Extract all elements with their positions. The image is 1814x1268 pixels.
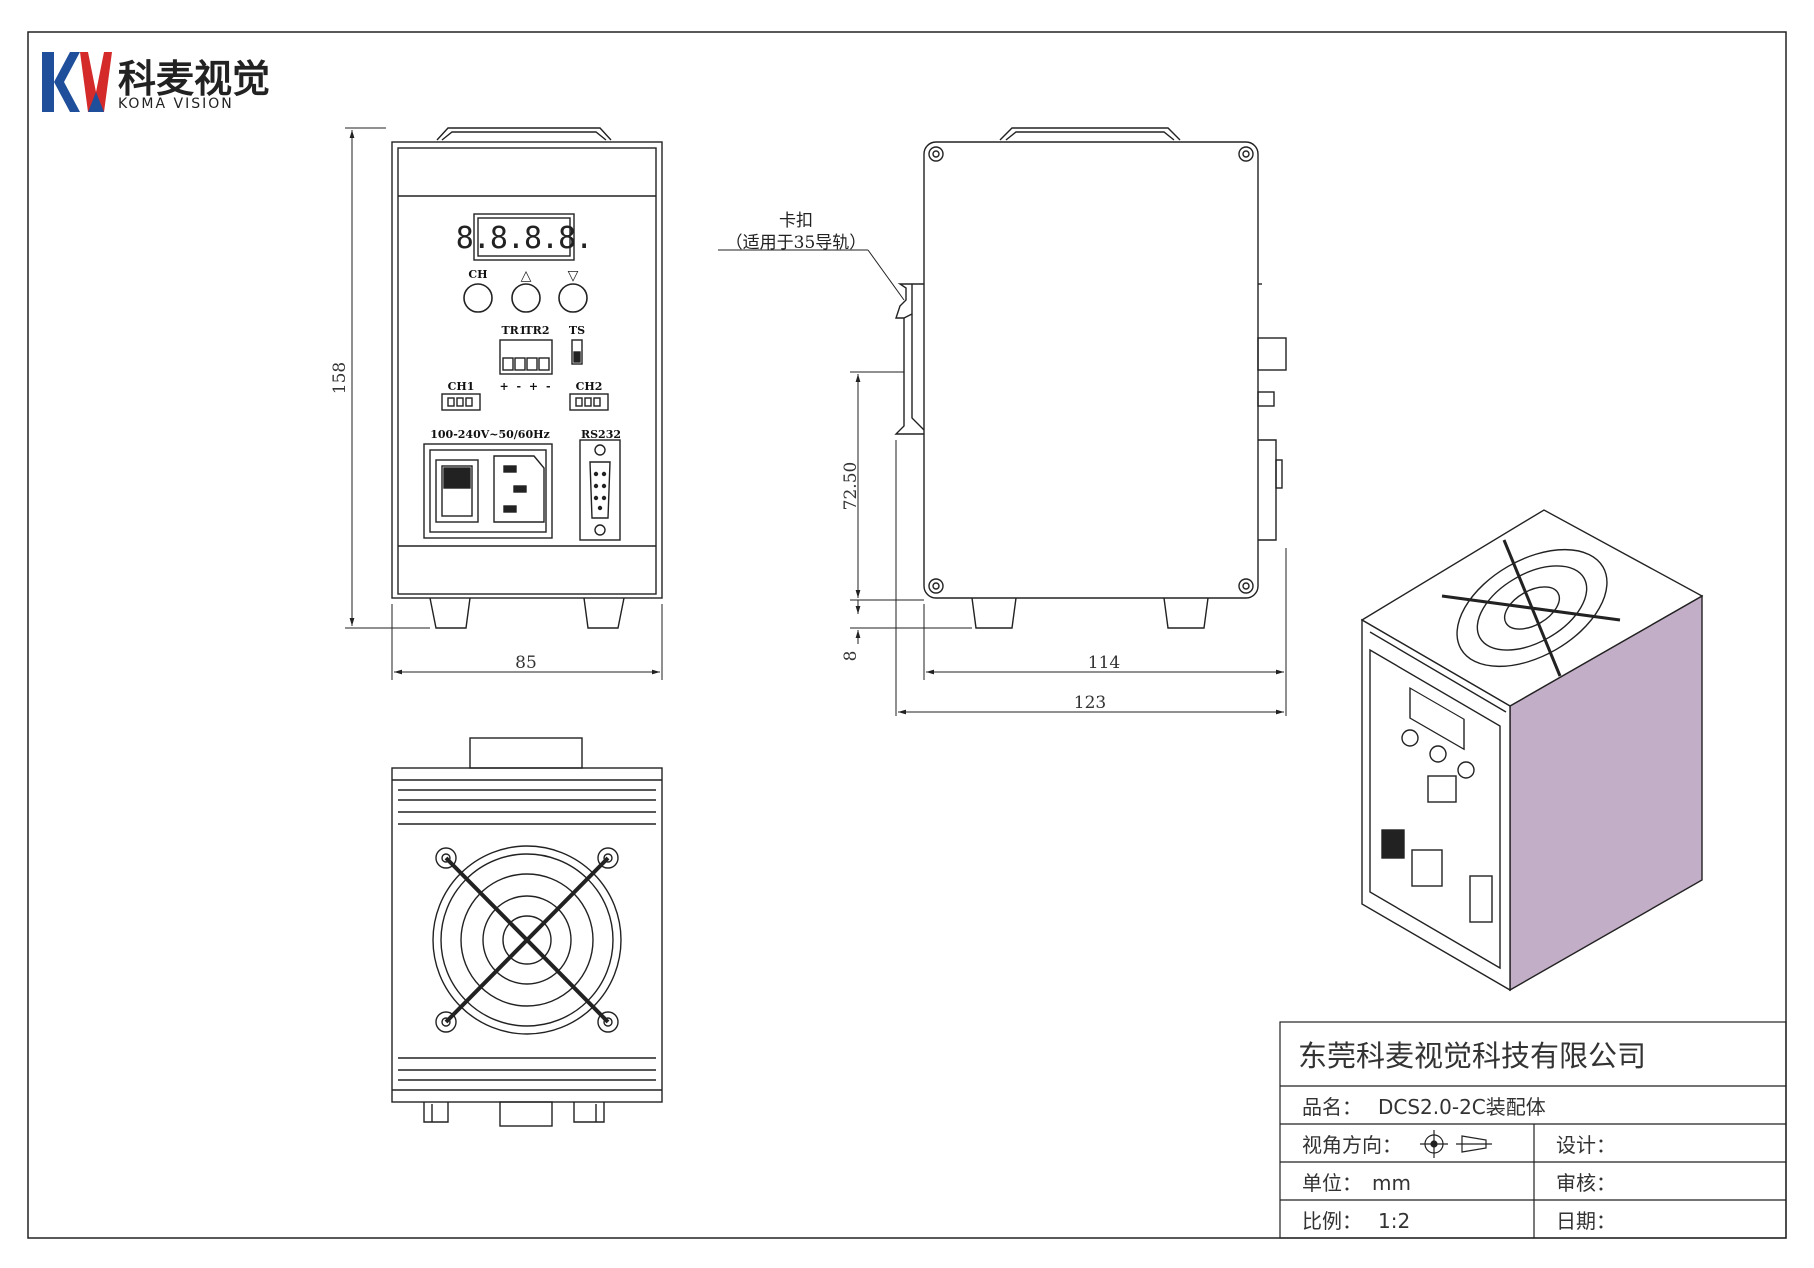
display-digits: 8.8.8.8. xyxy=(456,221,593,256)
dim-depth-body: 114 xyxy=(1088,653,1120,673)
top-view xyxy=(391,737,663,1127)
logo-k-shape xyxy=(42,52,80,112)
title-block xyxy=(1279,1021,1787,1239)
side-view xyxy=(894,127,1287,629)
rs232-label: RS232 xyxy=(581,428,621,441)
up-button xyxy=(511,283,541,313)
clip-note: （适用于35导轨） xyxy=(726,233,867,253)
unit-value: mm xyxy=(1372,1171,1411,1195)
front-view xyxy=(391,127,663,629)
dim-height: 158 xyxy=(330,362,350,394)
clip-callout xyxy=(718,249,905,301)
front-foot-left xyxy=(429,597,471,629)
front-foot-right xyxy=(583,597,625,629)
channel-connectors xyxy=(441,393,609,411)
date-label: 日期： xyxy=(1556,1209,1616,1233)
design-label: 设计： xyxy=(1556,1133,1616,1157)
front-dimensions xyxy=(345,127,663,680)
power-switch xyxy=(435,459,479,523)
side-dimensions xyxy=(850,371,1287,716)
iec-socket xyxy=(493,455,545,523)
tr1-label: TR1 xyxy=(502,324,527,337)
din-rail-clip xyxy=(895,283,924,319)
trigger-terminal xyxy=(499,339,583,375)
top-handle xyxy=(469,737,583,769)
dim-rail-height: 72.50 xyxy=(841,462,861,511)
front-buttons xyxy=(463,283,588,313)
review-label: 审核： xyxy=(1556,1171,1616,1195)
scale-value: 1:2 xyxy=(1378,1209,1410,1233)
company-name: 东莞科麦视觉科技有限公司 xyxy=(1298,1039,1646,1073)
clip-label: 卡扣 xyxy=(779,211,813,231)
side-body-outline xyxy=(923,141,1259,599)
dim-width-front: 85 xyxy=(515,653,537,673)
unit-label: 单位： xyxy=(1302,1171,1362,1195)
scale-label: 比例： xyxy=(1302,1209,1362,1233)
view-direction-label: 视角方向： xyxy=(1302,1133,1402,1157)
ch2-label: CH2 xyxy=(576,380,603,393)
isometric-view xyxy=(1360,509,1704,992)
logo-name-cn: 科麦视觉 xyxy=(118,57,270,101)
ch-button-label: CH xyxy=(468,268,487,281)
dim-depth-total: 123 xyxy=(1074,693,1106,713)
product-value: DCS2.0-2C装配体 xyxy=(1378,1095,1546,1119)
down-button xyxy=(558,283,588,313)
segment-display xyxy=(473,213,575,261)
power-inlet xyxy=(423,443,553,539)
rs232-port xyxy=(579,439,621,541)
ch1-label: CH1 xyxy=(448,380,475,393)
power-rating-label: 100-240V~50/60Hz xyxy=(430,428,550,441)
logo-m-shape xyxy=(80,52,112,112)
ts-switch xyxy=(571,339,583,365)
dim-foot-height: 8 xyxy=(841,651,861,662)
up-button-label: △ xyxy=(521,268,532,284)
ch-button xyxy=(463,283,493,313)
front-body-outline xyxy=(391,141,663,599)
sheet-border xyxy=(27,31,1787,1239)
ts-label: TS xyxy=(569,324,585,337)
terminal-polarity: + - + - xyxy=(499,380,552,393)
fan-housing xyxy=(432,845,622,1035)
tr2-label: TR2 xyxy=(525,324,550,337)
down-button-label: ▽ xyxy=(568,268,579,284)
product-label: 品名： xyxy=(1302,1095,1362,1119)
company-logo: 科麦视觉 KOMA VISION xyxy=(42,52,270,112)
logo-name-en: KOMA VISION xyxy=(118,96,234,112)
